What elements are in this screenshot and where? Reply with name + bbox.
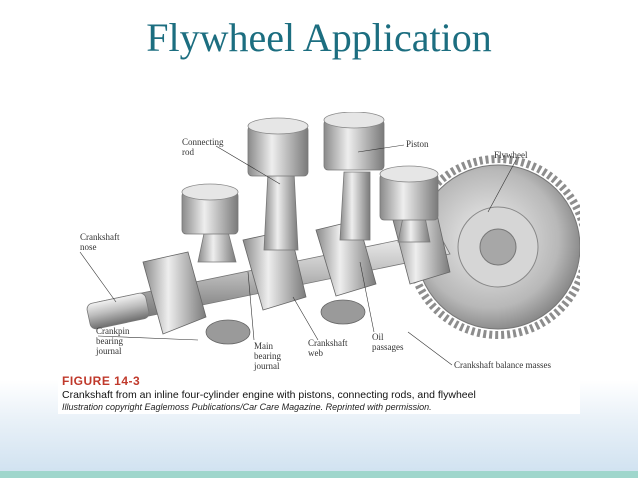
label-crankpin-line3: journal — [95, 346, 122, 356]
label-crankpin-line1: Crankpin — [96, 326, 130, 336]
label-crankshaft-nose-line2: nose — [80, 242, 97, 252]
label-main-bearing-line2: bearing — [254, 351, 281, 361]
slide-title: Flywheel Application — [146, 15, 492, 60]
figure-number: FIGURE 14-3 — [62, 374, 141, 388]
label-connecting-rod-line1: Connecting — [182, 137, 224, 147]
slide-footer-bar — [0, 471, 638, 478]
crankshaft-illustration: Connecting rod Piston Flywheel Crankshaf… — [79, 112, 580, 371]
label-main-bearing-line3: journal — [253, 361, 280, 371]
pistons-shape — [181, 112, 439, 235]
label-oil-passages-line2: passages — [372, 342, 404, 352]
label-piston: Piston — [406, 139, 429, 149]
crankshaft-figure: Connecting rod Piston Flywheel Crankshaf… — [58, 112, 580, 414]
label-flywheel: Flywheel — [494, 150, 528, 160]
label-balance-masses: Crankshaft balance masses — [454, 360, 551, 370]
label-crankshaft-web-line2: web — [308, 348, 323, 358]
label-crankshaft-nose-line1: Crankshaft — [80, 232, 120, 242]
label-main-bearing-line1: Main — [254, 341, 273, 351]
label-crankpin-line2: bearing — [96, 336, 123, 346]
figure-credit: Illustration copyright Eaglemoss Publica… — [62, 402, 432, 412]
label-connecting-rod-line2: rod — [182, 147, 194, 157]
label-crankshaft-web-line1: Crankshaft — [308, 338, 348, 348]
flywheel-shape — [406, 155, 580, 339]
leader-lines — [79, 144, 517, 366]
figure-caption: Crankshaft from an inline four-cylinder … — [62, 389, 476, 401]
label-oil-passages-line1: Oil — [372, 332, 384, 342]
